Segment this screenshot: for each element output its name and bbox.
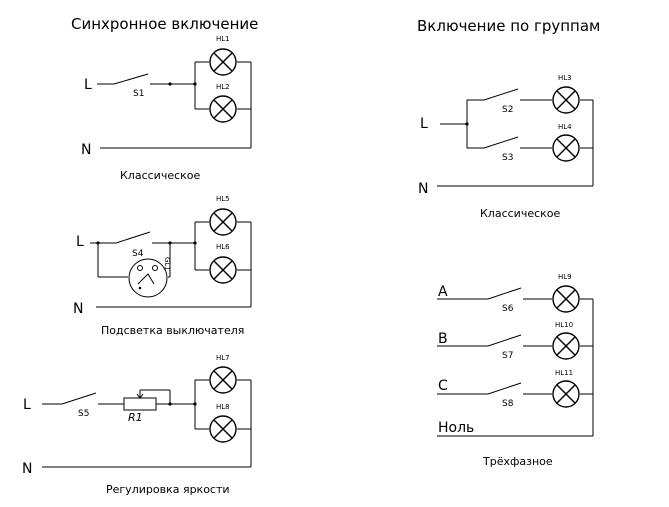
rail-label-l-4: L: [420, 116, 428, 132]
lamp-label-hl3: HL3: [558, 74, 572, 82]
lamp-label-hl1: HL1: [216, 35, 230, 43]
phase-label-c: C: [438, 378, 448, 394]
switch-s2: [483, 88, 519, 101]
switch-s5: [61, 392, 97, 405]
indicator-gl1: [128, 258, 168, 298]
phase-label-b: B: [438, 331, 448, 347]
resistor-label-r1: R1: [128, 411, 143, 424]
circuit-three-phase: A B C Ноль S6 S7 S8 HL9 HL10 HL11 Трёхфа…: [437, 273, 594, 468]
circuit-dimmer: L N S5 R1 HL7 HL8 Регулировка яркости: [22, 354, 252, 496]
switch-label-s3: S3: [502, 153, 513, 163]
indicator-label-gl1: GL1: [163, 257, 171, 271]
circuit-backlight: L N S4 GL1 HL5 HL6 Подсветка выключателя: [73, 195, 252, 337]
rail-label-n-4: N: [418, 181, 428, 197]
caption-dimmer: Регулировка яркости: [106, 483, 230, 496]
lamp-label-hl2: HL2: [216, 83, 230, 91]
circuit-sync-classic: L N S1 HL1 HL2 Классическое: [81, 35, 252, 182]
rail-label-n-3: N: [22, 461, 32, 477]
lamp-label-hl10: HL10: [555, 321, 573, 329]
switch-s6: [487, 287, 522, 300]
title-sync: Синхронное включение: [71, 15, 258, 33]
caption-classic: Классическое: [120, 169, 201, 182]
resistor-r1: [123, 397, 157, 411]
switch-s7: [487, 334, 522, 347]
caption-groups-classic: Классическое: [480, 207, 561, 220]
rail-label-l-2: L: [76, 234, 84, 250]
lamp-label-hl8: HL8: [216, 403, 230, 411]
lamp-label-hl11: HL11: [555, 369, 573, 377]
circuit-groups-classic: L N S2 S3 HL3 HL4 Классическое: [418, 74, 594, 220]
rail-label-n-2: N: [73, 301, 83, 317]
switch-label-s1: S1: [133, 89, 144, 99]
switch-label-s8: S8: [502, 399, 514, 409]
phase-label-a: A: [438, 284, 448, 300]
lamp-label-hl6: HL6: [216, 243, 230, 251]
title-groups: Включение по группам: [417, 17, 600, 35]
rail-label-l-3: L: [23, 397, 31, 413]
rail-label-l: L: [84, 77, 92, 93]
switch-label-s5: S5: [78, 409, 89, 419]
switch-label-s2: S2: [502, 105, 513, 115]
lamp-label-hl5: HL5: [216, 195, 230, 203]
switch-s1: [113, 73, 149, 85]
caption-backlight: Подсветка выключателя: [101, 324, 244, 337]
switch-s8: [487, 382, 522, 395]
lamp-label-hl9: HL9: [558, 273, 572, 281]
lamp-label-hl7: HL7: [216, 354, 230, 362]
phase-label-neutral: Ноль: [438, 420, 474, 436]
caption-three-phase: Трёхфазное: [482, 455, 553, 468]
switch-label-s6: S6: [502, 304, 514, 314]
switch-label-s7: S7: [502, 351, 513, 361]
lamp-label-hl4: HL4: [558, 123, 572, 131]
switch-label-s4: S4: [132, 249, 144, 259]
rail-label-n: N: [81, 142, 91, 158]
switch-s3: [483, 136, 519, 149]
switch-s4: [115, 231, 151, 244]
